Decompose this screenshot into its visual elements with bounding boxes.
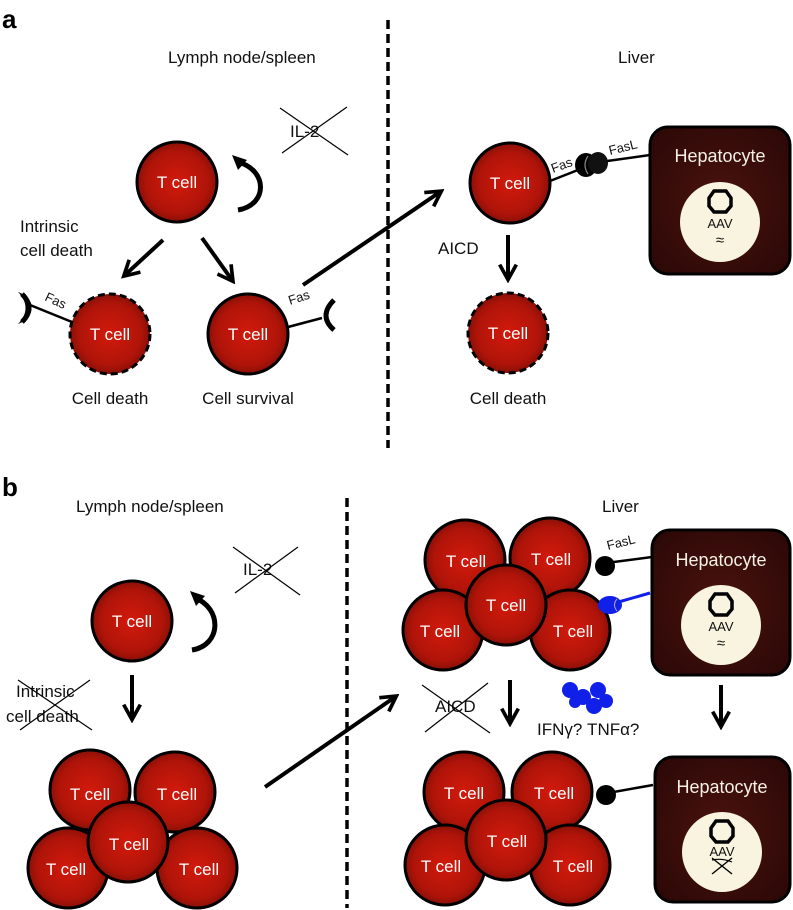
panel-a-arrow-to-survival bbox=[200, 236, 232, 280]
panel-a-arrow-to-death bbox=[125, 238, 165, 275]
svg-text:T cell: T cell bbox=[490, 174, 530, 193]
panel-b-cytokines-label: IFNγ? TNFα? bbox=[537, 720, 639, 739]
panel-a-liver-t-cell-dying: T cell bbox=[466, 291, 550, 375]
svg-text:AAV: AAV bbox=[707, 216, 732, 231]
svg-text:T cell: T cell bbox=[446, 552, 486, 571]
panel-b-liver-title: Liver bbox=[602, 497, 639, 516]
panel-b-fasl-ligand-icon bbox=[595, 555, 653, 576]
panel-a-fas-receptor-left-icon bbox=[18, 292, 73, 324]
panel-b-cytokines-icon bbox=[562, 682, 613, 714]
panel-a-il2-crossed: IL-2 bbox=[279, 106, 349, 156]
svg-text:T cell: T cell bbox=[46, 860, 86, 879]
panel-a-cell-survival-label: Cell survival bbox=[202, 389, 294, 408]
aav-capsid-icon bbox=[708, 592, 734, 617]
panel-a-hepatocyte: Hepatocyte AAV ≈ bbox=[648, 125, 792, 276]
svg-text:T cell: T cell bbox=[420, 622, 460, 641]
panel-a-fas-label-liver: Fas bbox=[549, 154, 575, 176]
panel-a-label: a bbox=[2, 4, 17, 34]
panel-b-hepatocyte-bottom: Hepatocyte AAV bbox=[653, 755, 792, 904]
panel-b-t-cell-cluster-liver-bottom: T cell T cell T cell T cell T cell bbox=[403, 750, 612, 907]
svg-text:T cell: T cell bbox=[444, 784, 484, 803]
svg-text:T cell: T cell bbox=[553, 622, 593, 641]
panel-b-il2-crossed: IL-2 bbox=[232, 546, 301, 596]
svg-text:AICD: AICD bbox=[435, 697, 476, 716]
panel-a-t-cell-surviving: T cell bbox=[206, 292, 290, 376]
panel-b-self-renewal-arrow-icon bbox=[190, 591, 218, 653]
panel-a-fas-label-right: Fas bbox=[286, 287, 312, 308]
svg-text:IL-2: IL-2 bbox=[290, 122, 319, 141]
panel-b-lymph-node-title: Lymph node/spleen bbox=[76, 497, 224, 516]
panel-a-liver-t-cell: T cell bbox=[468, 141, 552, 225]
svg-text:T cell: T cell bbox=[421, 857, 461, 876]
panel-a-lymph-node-title: Lymph node/spleen bbox=[168, 48, 316, 67]
panel-a-fasl-label: FasL bbox=[607, 136, 639, 158]
svg-text:T cell: T cell bbox=[488, 324, 528, 343]
svg-text:T cell: T cell bbox=[179, 860, 219, 879]
panel-b-t-cell-top: T cell bbox=[90, 579, 174, 663]
svg-text:T cell: T cell bbox=[70, 785, 110, 804]
svg-text:T cell: T cell bbox=[531, 550, 571, 569]
panel-a-liver-cell-death-label: Cell death bbox=[470, 389, 547, 408]
svg-text:IL-2: IL-2 bbox=[243, 560, 272, 579]
svg-text:T cell: T cell bbox=[157, 785, 197, 804]
panel-b-hepatocyte-top-nucleus bbox=[681, 585, 761, 665]
aav-genome-icon: ≈ bbox=[717, 635, 725, 652]
panel-b-fasl-label: FasL bbox=[605, 531, 637, 553]
svg-text:T cell: T cell bbox=[553, 857, 593, 876]
panel-a-intrinsic-line2: cell death bbox=[20, 241, 93, 260]
svg-text:Hepatocyte: Hepatocyte bbox=[674, 146, 765, 166]
panel-b-t-cell-cluster-liver-top: T cell T cell T cell T cell T cell bbox=[401, 516, 612, 672]
panel-b-hepatocyte-bottom-nucleus bbox=[682, 812, 762, 892]
panel-a-migration-arrow bbox=[301, 192, 440, 287]
panel-a-fas-fasl-binding-icon bbox=[549, 152, 651, 183]
svg-text:cell death: cell death bbox=[6, 707, 79, 726]
panel-a-t-cell-top: T cell bbox=[135, 140, 219, 224]
panel-a-aicd-label: AICD bbox=[438, 239, 479, 258]
svg-text:Hepatocyte: Hepatocyte bbox=[676, 777, 767, 797]
panel-b-intrinsic-death-crossed: Intrinsic cell death bbox=[6, 679, 93, 731]
svg-text:Intrinsic: Intrinsic bbox=[16, 682, 75, 701]
svg-text:AAV: AAV bbox=[708, 619, 733, 634]
svg-text:T cell: T cell bbox=[487, 832, 527, 851]
panel-b-cytokine-receptor-icon bbox=[598, 591, 651, 614]
svg-text:T cell: T cell bbox=[90, 325, 130, 344]
panel-b-migration-arrow bbox=[263, 697, 395, 789]
aav-capsid-icon bbox=[707, 189, 733, 214]
panel-a-hepatocyte-nucleus bbox=[680, 182, 760, 262]
panel-a-cell-death-label: Cell death bbox=[72, 389, 149, 408]
panel-a-self-renewal-arrow-icon bbox=[232, 155, 263, 213]
panel-b-label: b bbox=[2, 472, 18, 502]
aav-genome-icon: ≈ bbox=[716, 232, 724, 249]
panel-a-fas-receptor-right-icon bbox=[287, 298, 336, 332]
svg-text:Hepatocyte: Hepatocyte bbox=[675, 550, 766, 570]
svg-text:T cell: T cell bbox=[157, 173, 197, 192]
aav-genome-cleared-icon bbox=[711, 857, 733, 875]
svg-text:T cell: T cell bbox=[534, 784, 574, 803]
panel-a-fas-label-left: Fas bbox=[43, 289, 69, 312]
svg-text:T cell: T cell bbox=[486, 596, 526, 615]
svg-text:T cell: T cell bbox=[109, 835, 149, 854]
panel-a-liver-title: Liver bbox=[618, 48, 655, 67]
panel-b-fasl-ligand-bottom-icon bbox=[596, 783, 654, 805]
svg-text:AAV: AAV bbox=[709, 844, 734, 859]
panel-a-intrinsic-line1: Intrinsic bbox=[20, 217, 79, 236]
panel-b-hepatocyte-top: Hepatocyte AAV ≈ bbox=[650, 528, 792, 677]
aav-capsid-icon bbox=[709, 819, 735, 844]
panel-b-aicd-crossed: AICD bbox=[421, 682, 491, 734]
svg-text:T cell: T cell bbox=[112, 612, 152, 631]
svg-text:T cell: T cell bbox=[228, 325, 268, 344]
panel-a-t-cell-dying: T cell bbox=[68, 292, 152, 376]
panel-b-t-cell-cluster-lymph: T cell T cell T cell T cell T cell bbox=[26, 748, 239, 910]
